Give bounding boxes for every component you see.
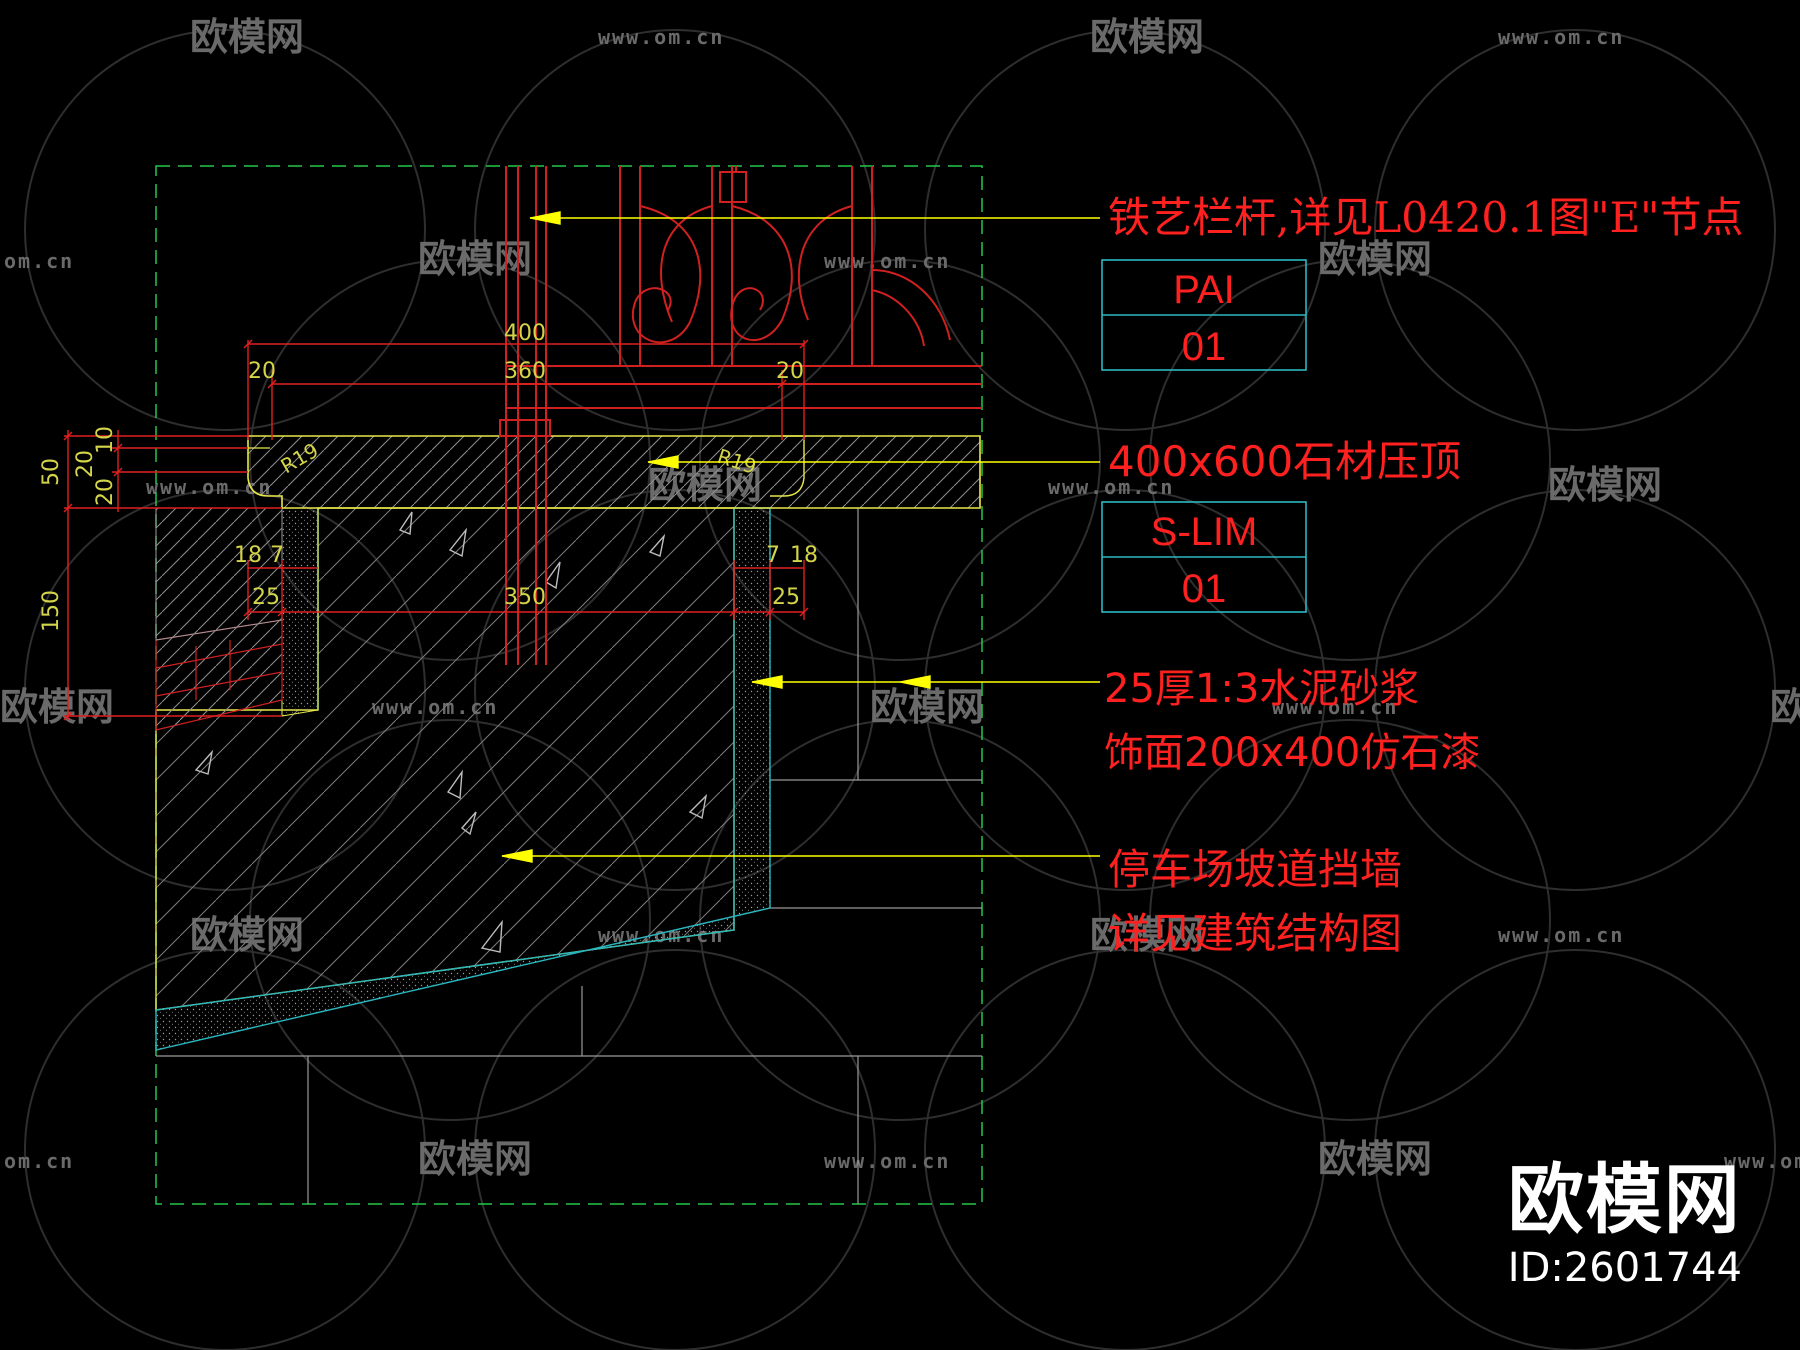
detail-frame bbox=[155, 165, 983, 1205]
watermark-url: www.om.cn bbox=[1272, 695, 1398, 719]
retaining-wall bbox=[155, 507, 771, 1051]
watermark-brand: 欧模网 bbox=[1548, 463, 1662, 507]
watermark-url: www.om.cn bbox=[1048, 475, 1174, 499]
dim-v-lower: 150 bbox=[39, 590, 64, 632]
material-tag-slim: S-LIM 01 bbox=[1101, 501, 1307, 613]
dim-top-inner: 360 bbox=[504, 359, 546, 384]
dim-top-left: 20 bbox=[248, 359, 276, 384]
dim-v-a: 20 bbox=[73, 450, 98, 478]
callout-wall-line1: 停车场坡道挡墙 bbox=[1108, 845, 1402, 894]
material-tag-pai: PAI 01 bbox=[1101, 259, 1307, 371]
dim-mid-left-a: 18 bbox=[234, 543, 262, 568]
watermark-brand: 欧模网 bbox=[1090, 15, 1204, 59]
watermark-brand: 欧模网 bbox=[870, 685, 984, 729]
brand-logo: 欧模网 bbox=[1507, 1155, 1742, 1244]
dim-mid-right-b: 18 bbox=[790, 543, 818, 568]
watermark-brand: 欧模网 bbox=[418, 237, 532, 281]
callout-wall-line2: 详见建筑结构图 bbox=[1108, 909, 1402, 958]
watermark-circles bbox=[24, 29, 1776, 1350]
callout-railing: 铁艺栏杆,详见L0420.1图"E"节点 bbox=[1108, 193, 1744, 242]
watermark-brand: 欧模网 bbox=[1090, 913, 1204, 957]
dim-v-c: 20 bbox=[93, 478, 118, 506]
dim-top-right: 20 bbox=[776, 359, 804, 384]
watermark-url: www.om.cn bbox=[1498, 25, 1624, 49]
watermark-url-short: om.cn bbox=[4, 1149, 74, 1173]
dim-bottom-center: 350 bbox=[504, 585, 546, 610]
dim-mid-right-a: 7 bbox=[766, 543, 780, 568]
watermark-url: www.om.cn bbox=[598, 25, 724, 49]
tag-number: 01 bbox=[1182, 325, 1227, 369]
dim-v-total: 50 bbox=[39, 458, 64, 486]
watermark-url: www.om.cn bbox=[1724, 1149, 1800, 1173]
watermark-brand: 欧模网 bbox=[1770, 685, 1800, 729]
tag-code: S-LIM bbox=[1151, 510, 1258, 554]
dim-top-total: 400 bbox=[504, 321, 546, 346]
brand-id: ID:2601744 bbox=[1507, 1245, 1742, 1291]
tag-code: PAI bbox=[1173, 268, 1235, 312]
callout-mortar-line1: 25厚1:3水泥砂浆 bbox=[1104, 666, 1419, 712]
callouts: 铁艺栏杆,详见L0420.1图"E"节点 400x600石材压顶 25厚1:3水… bbox=[1104, 193, 1744, 958]
watermark-brand: 欧模网 bbox=[1318, 1137, 1432, 1181]
callout-mortar-line2: 饰面200x400仿石漆 bbox=[1104, 730, 1480, 776]
iron-railing bbox=[499, 166, 982, 665]
brand-stamp: 欧模网 ID:2601744 bbox=[1508, 1162, 1742, 1292]
watermark-brand: 欧模网 bbox=[0, 685, 114, 729]
dim-mid-left-b: 7 bbox=[270, 543, 284, 568]
watermark-brand: 欧模网 bbox=[190, 15, 304, 59]
watermark-brand: 欧模网 bbox=[1318, 237, 1432, 281]
dim-bottom-left: 25 bbox=[252, 585, 280, 610]
tag-number: 01 bbox=[1182, 567, 1227, 611]
leader-lines bbox=[501, 211, 1100, 863]
watermark-brand: 欧模网 bbox=[418, 1137, 532, 1181]
watermark-url: www.om.cn bbox=[1498, 923, 1624, 947]
dimension-lines bbox=[63, 339, 809, 721]
dim-bottom-right: 25 bbox=[772, 585, 800, 610]
dim-v-b: 10 bbox=[93, 426, 118, 454]
callout-coping: 400x600石材压顶 bbox=[1108, 437, 1461, 486]
structure-grid bbox=[156, 508, 982, 1204]
watermark-url: www.om.cn bbox=[824, 249, 950, 273]
stone-coping bbox=[247, 435, 981, 509]
watermark-url-short: om.cn bbox=[4, 249, 74, 273]
watermark-url: www.om.cn bbox=[824, 1149, 950, 1173]
